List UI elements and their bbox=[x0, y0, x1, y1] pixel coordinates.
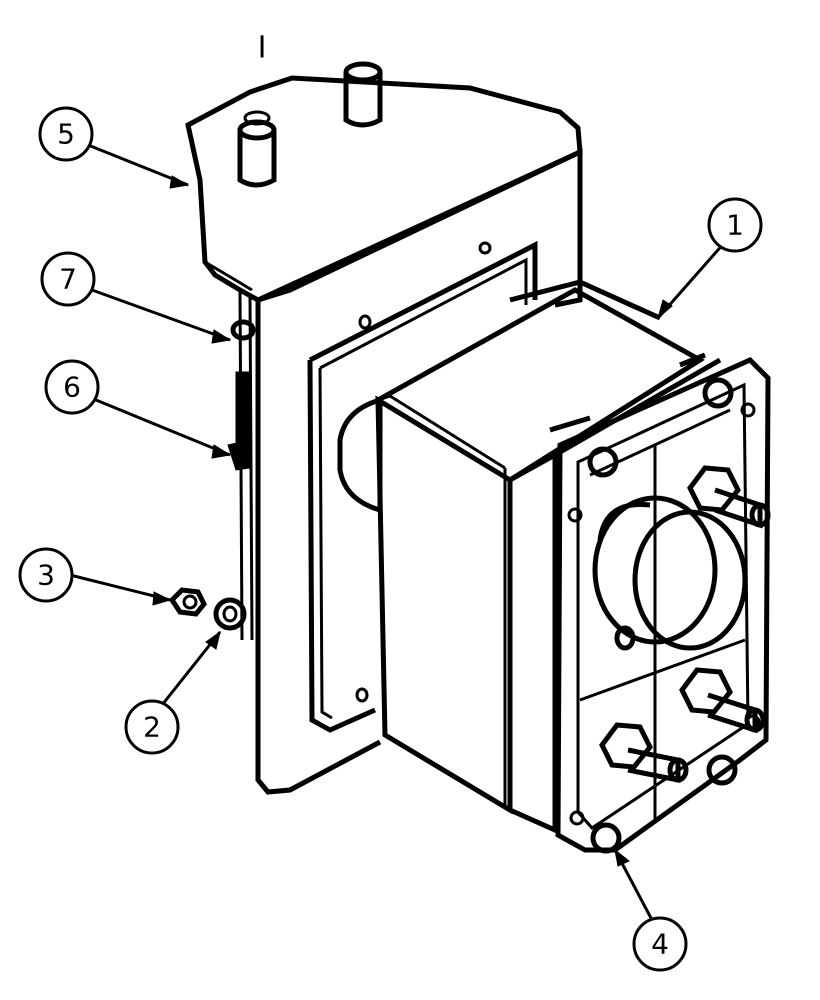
callout-bubble-2: 2 bbox=[124, 699, 180, 755]
callout-label-5: 5 bbox=[57, 118, 75, 151]
nut-part-3 bbox=[168, 587, 207, 617]
top-mark: I bbox=[258, 31, 267, 66]
callout-bubble-1: 1 bbox=[707, 197, 763, 253]
callout-bubble-3: 3 bbox=[18, 547, 74, 603]
fitting-bottom-left bbox=[599, 722, 689, 784]
callout-label-3: 3 bbox=[37, 559, 55, 592]
callout-bubble-4: 4 bbox=[632, 916, 688, 972]
callout-bubble-7: 7 bbox=[40, 251, 96, 307]
callout-leaders bbox=[69, 143, 727, 921]
callout-bubble-5: 5 bbox=[38, 106, 94, 162]
callout-label-2: 2 bbox=[143, 711, 161, 744]
fitting-top-right bbox=[687, 465, 771, 529]
callout-label-1: 1 bbox=[726, 209, 744, 242]
callout-label-7: 7 bbox=[59, 263, 77, 296]
stud-part-7 bbox=[230, 319, 256, 341]
clip-part-6 bbox=[235, 371, 251, 443]
main-unit bbox=[337, 279, 771, 854]
callout-label-6: 6 bbox=[63, 371, 81, 404]
callout-label-4: 4 bbox=[651, 928, 669, 961]
washer-part-2 bbox=[213, 597, 247, 631]
fitting-bottom-right bbox=[679, 667, 766, 734]
side-hardware bbox=[168, 319, 256, 631]
callout-bubble-6: 6 bbox=[44, 359, 100, 415]
